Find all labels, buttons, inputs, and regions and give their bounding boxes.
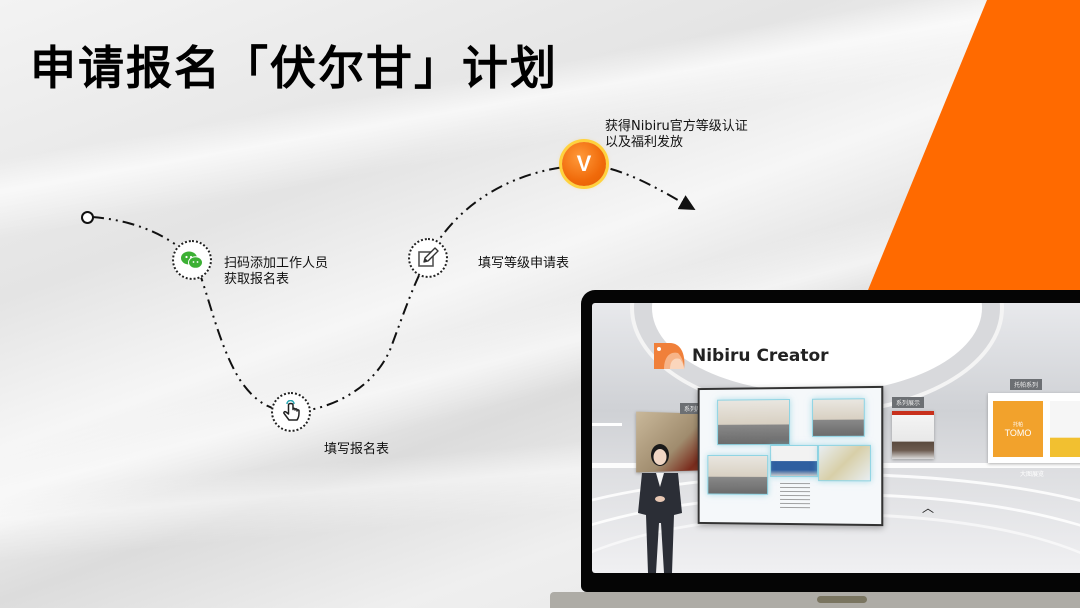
left-panel-tag: 系列展示 (680, 403, 713, 414)
board-text-block (780, 482, 811, 512)
board-photo (818, 444, 871, 482)
laptop-screen: 系列展示 系列展示 托帕 TOMO 托帕系列 大图展览 ︿ (592, 303, 1080, 573)
step-certify-label-line2: 以及福利发放 (605, 135, 684, 150)
step-certify-label: 获得Nibiru官方等级认证 以及福利发放 (605, 119, 748, 151)
laptop-base (550, 592, 1080, 608)
v-badge-icon[interactable]: V (562, 142, 606, 186)
slide-title: 申请报名「伏尔甘」计划 (30, 41, 558, 95)
tomo-small-label: 托帕 (1012, 421, 1023, 428)
hand-tap-icon (283, 400, 300, 421)
wechat-icon (181, 251, 203, 269)
mid-wall-panel (892, 411, 934, 459)
tomo-label: TOMO (1004, 427, 1032, 438)
logo-text: Nibiru Creator (692, 346, 829, 366)
board-photo (717, 398, 790, 446)
tomo-table-photo (1050, 401, 1080, 457)
laptop-notch (817, 596, 867, 603)
step-certify-label-line1: 获得Nibiru官方等级认证 (605, 119, 748, 134)
edit-pencil-icon (418, 247, 439, 267)
center-display-board (697, 385, 884, 527)
board-photo (770, 444, 819, 478)
tomo-card: 托帕 TOMO (993, 401, 1043, 457)
board-photo (812, 398, 865, 437)
floor-label: 大图展览 (1020, 471, 1045, 478)
nibiru-logo-icon (654, 343, 685, 369)
step-fill-form-node[interactable] (271, 392, 311, 432)
nibiru-creator-logo: Nibiru Creator (650, 339, 829, 373)
step-scan-node[interactable] (172, 240, 212, 280)
step-scan-label: 扫码添加工作人员 获取报名表 (224, 256, 328, 288)
light-strip (592, 423, 622, 426)
start-circle-icon (81, 211, 94, 224)
step-scan-label-line2: 获取报名表 (224, 272, 290, 287)
step-level-form-node[interactable] (408, 238, 448, 278)
right-panel-tag: 托帕系列 (1010, 379, 1043, 390)
board-photo (707, 455, 769, 495)
step-fill-form-label: 填写报名表 (324, 442, 390, 457)
right-wall-panel: 托帕 TOMO (988, 393, 1080, 463)
presenter-figure (638, 444, 682, 573)
step-level-form-label: 填写等级申请表 (478, 256, 570, 271)
step-scan-label-line1: 扫码添加工作人员 (224, 256, 329, 271)
mid-panel-tag: 系列展示 (892, 397, 925, 408)
chevron-up-icon[interactable]: ︿ (922, 501, 935, 515)
